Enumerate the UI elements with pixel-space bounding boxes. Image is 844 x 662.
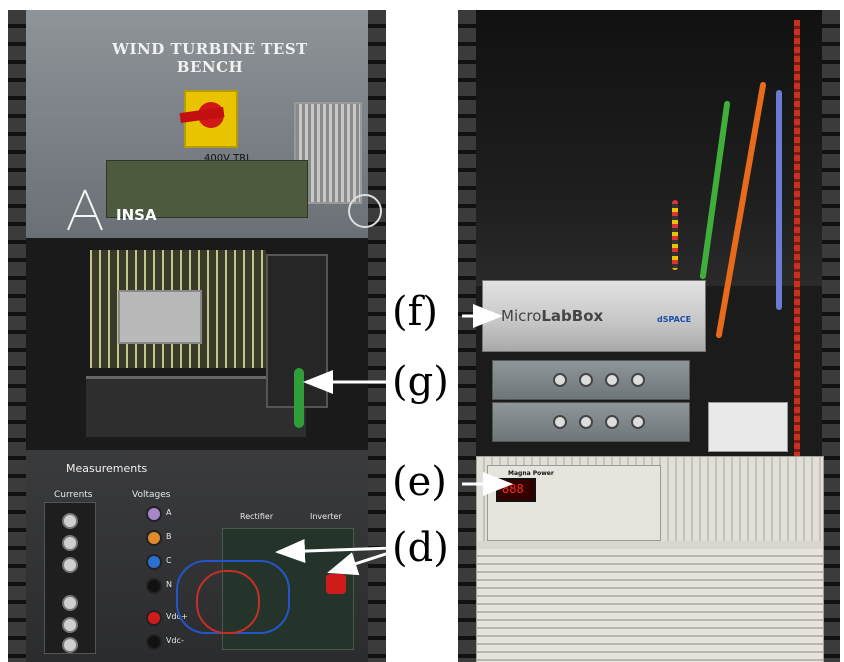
rack-rail-right xyxy=(822,10,840,662)
amplifier-connector xyxy=(579,415,593,429)
inverter-label: Inverter xyxy=(310,512,342,521)
relay-module xyxy=(708,402,788,452)
psu-brand: Magna Power xyxy=(508,470,554,477)
red-wire xyxy=(196,570,260,634)
dc-power-supply: Magna Power 888 xyxy=(476,456,824,662)
current-jack xyxy=(62,535,78,551)
voltage-label-n: N xyxy=(166,580,172,589)
microlabbox-unit: MicroLabBox dSPACE xyxy=(482,280,706,352)
current-sensor-plate xyxy=(44,502,96,654)
voltage-label-b: B xyxy=(166,532,172,541)
terminal-board xyxy=(106,160,308,218)
amplifier-connector xyxy=(605,415,619,429)
microlabbox-label: MicroLabBox xyxy=(501,307,603,325)
current-jack xyxy=(62,637,78,653)
voltages-label: Voltages xyxy=(132,490,171,500)
rack-rail-left xyxy=(8,10,26,662)
currents-label: Currents xyxy=(54,490,93,500)
amplifier-connector xyxy=(553,373,567,387)
voltage-label-c: C xyxy=(166,556,172,565)
red-coiled-cable xyxy=(794,20,800,460)
voltage-jack-vdc-plus xyxy=(146,610,162,626)
bench-title: WIND TURBINE TEST BENCH xyxy=(112,40,308,76)
red-plug-cluster xyxy=(326,574,346,594)
annotation-g: (g) xyxy=(392,359,449,405)
rack-rail-left xyxy=(458,10,476,662)
middle-panel xyxy=(26,238,368,450)
rack-interior xyxy=(476,10,822,339)
transformer xyxy=(118,290,202,344)
ribbon-cable xyxy=(672,200,678,270)
amplifier-connector xyxy=(605,373,619,387)
current-jack xyxy=(62,513,78,529)
current-jack xyxy=(62,617,78,633)
green-cable xyxy=(294,368,304,428)
amplifier-connector xyxy=(631,373,645,387)
amplifier-unit xyxy=(492,402,690,442)
switch-label: 400V TRI xyxy=(204,153,250,164)
voltage-jack-vdc-minus xyxy=(146,634,162,650)
current-jack xyxy=(62,557,78,573)
voltage-label-vdc-minus: Vdc- xyxy=(166,636,184,645)
amplifier-connector xyxy=(579,373,593,387)
test-bench-photo: WIND TURBINE TEST BENCH 400V TRI INSA Me… xyxy=(8,10,386,662)
voltage-label-a: A xyxy=(166,508,172,517)
current-jack xyxy=(62,595,78,611)
top-acrylic-panel: WIND TURBINE TEST BENCH 400V TRI INSA xyxy=(26,10,382,238)
green-cable xyxy=(699,100,731,280)
insa-logo: INSA xyxy=(116,206,157,224)
rack-photo: MicroLabBox dSPACE Magna Power 888 xyxy=(458,10,840,662)
amplifier-unit xyxy=(492,360,690,400)
psu-display: 888 xyxy=(496,478,536,502)
amplifier-connector xyxy=(631,415,645,429)
blue-cable xyxy=(776,90,782,310)
bottom-panel: Measurements Currents Voltages A B C N V… xyxy=(26,450,368,662)
voltage-jack-a xyxy=(146,506,162,522)
annotation-d: (d) xyxy=(392,525,449,571)
measurements-title: Measurements xyxy=(66,462,148,475)
psu-control-panel: Magna Power 888 xyxy=(487,465,661,541)
microlabbox-label-labbox: LabBox xyxy=(541,307,604,325)
lab-logo xyxy=(348,194,382,228)
voltage-jack-c xyxy=(146,554,162,570)
microlabbox-label-micro: Micro xyxy=(501,307,542,325)
annotation-f: (f) xyxy=(392,289,439,335)
voltage-jack-n xyxy=(146,578,162,594)
voltage-jack-b xyxy=(146,530,162,546)
psu-display-digits: 888 xyxy=(502,482,524,496)
ampere-logo xyxy=(67,189,103,231)
dspace-label: dSPACE xyxy=(657,315,692,324)
psu-upper-grille: Magna Power 888 xyxy=(477,457,823,541)
rectifier-label: Rectifier xyxy=(240,512,274,521)
annotation-e: (e) xyxy=(392,459,447,505)
rack-rail-right xyxy=(368,10,386,662)
main-switch xyxy=(179,90,238,148)
psu-lower-grille xyxy=(477,549,823,662)
voltage-label-vdc-plus: Vdc+ xyxy=(166,612,188,621)
amplifier-connector xyxy=(553,415,567,429)
